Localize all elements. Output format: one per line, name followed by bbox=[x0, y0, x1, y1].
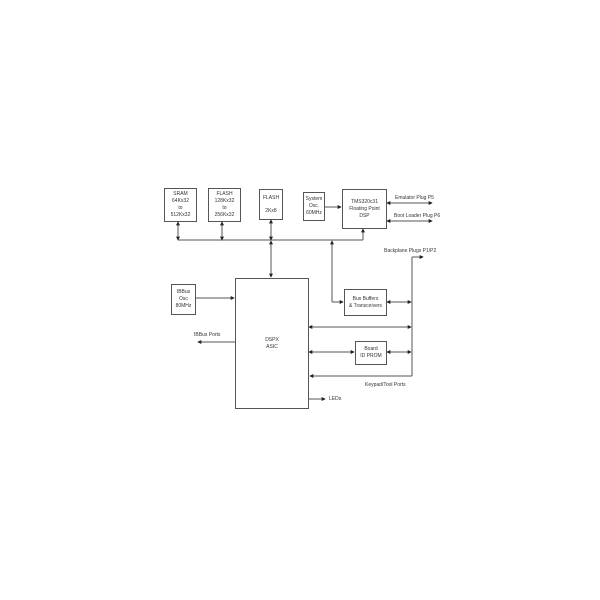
dsp-label: DSP bbox=[359, 212, 370, 219]
ibbus-osc-freq: 80MHz bbox=[175, 303, 192, 309]
dsp-type: Floating Point bbox=[349, 205, 380, 212]
flash-boot-size: 2Kx8 bbox=[265, 207, 277, 214]
asic-label: ASIC bbox=[266, 343, 278, 350]
ibbus-osc-label: IBBus bbox=[176, 289, 191, 295]
bus-buffers-label: Bus Buffers bbox=[352, 295, 379, 302]
transceivers-label: & Transceivers bbox=[348, 302, 383, 309]
emulator-plug-label: Emulator Plug P5 bbox=[395, 195, 434, 201]
flash-main-size-max: 256Kx32 bbox=[214, 212, 235, 218]
keypad-ports-label: Keypad/Tool Ports bbox=[365, 382, 406, 388]
ibbus-ports-label: IBBus Ports bbox=[194, 332, 221, 338]
leds-label: LEDs bbox=[329, 396, 342, 402]
sysosc-freq: 60MHz bbox=[306, 210, 322, 216]
prom-label: ID PROM bbox=[360, 353, 382, 359]
flash-boot-block: FLASH 2Kx8 bbox=[259, 189, 283, 220]
bootloader-plug-label: Boot Loader Plug P6 bbox=[394, 213, 441, 219]
bus-buffers-block: Bus Buffers & Transceivers bbox=[344, 289, 387, 316]
flash-main-size-min: 128Kx32 bbox=[214, 198, 235, 204]
sram-size-max: 512Kx32 bbox=[170, 212, 191, 218]
sysosc-label: System bbox=[305, 196, 323, 202]
sram-size-min: 64Kx32 bbox=[172, 198, 189, 204]
sram-block: SRAM 64Kx32 to 512Kx32 bbox=[164, 188, 197, 222]
dsp-part: TMS320c31 bbox=[351, 198, 378, 205]
dsp-block: TMS320c31 Floating Point DSP bbox=[342, 189, 387, 229]
dspx-label: DSPX bbox=[265, 336, 279, 343]
flash-boot-label: FLASH bbox=[262, 194, 280, 201]
flash-main-label: FLASH bbox=[216, 191, 233, 197]
ibbus-osc-osc: Osc bbox=[179, 296, 188, 302]
board-prom-block: Board ID PROM bbox=[355, 341, 387, 365]
sram-to: to bbox=[178, 205, 183, 211]
ibbus-osc-block: IBBus Osc 80MHz bbox=[171, 284, 196, 315]
system-osc-block: System Osc. 60MHz bbox=[303, 192, 325, 221]
flash-main-block: FLASH 128Kx32 to 256Kx32 bbox=[208, 188, 241, 222]
sram-label: SRAM bbox=[173, 191, 188, 197]
board-label: Board bbox=[364, 346, 378, 352]
flash-main-to: to bbox=[222, 205, 227, 211]
backplane-plugs-label: Backplane Plugs P1/P2 bbox=[384, 248, 437, 254]
dspx-asic-block: DSPX ASIC bbox=[235, 278, 309, 409]
sysosc-osc: Osc. bbox=[308, 203, 320, 209]
